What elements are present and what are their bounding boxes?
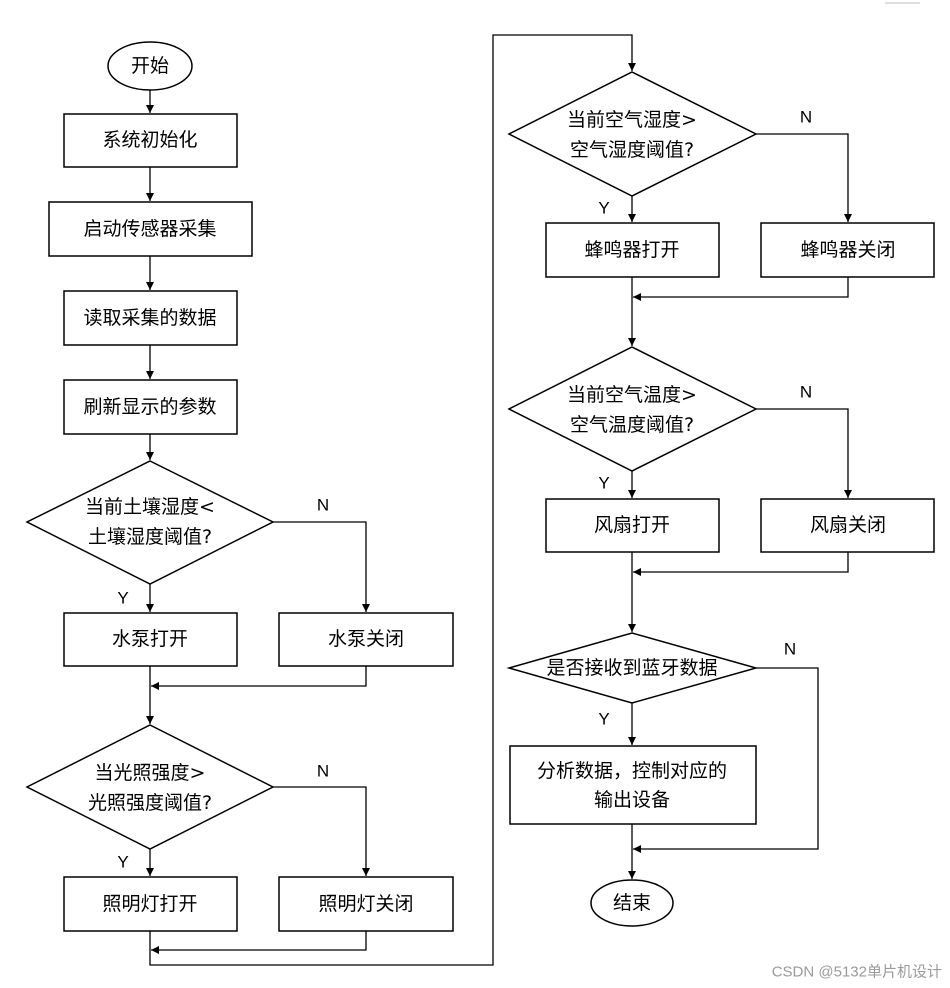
pump-off-box: 水泵关闭 xyxy=(278,612,454,667)
fan-off-label: 风扇关闭 xyxy=(810,514,886,536)
buzzer-on-box: 蜂鸣器打开 xyxy=(545,222,720,278)
analyze-box: 分析数据，控制对应的 输出设备 xyxy=(509,745,757,825)
humidity-yes-label: Y xyxy=(598,199,609,218)
pump-on-label: 水泵打开 xyxy=(112,628,188,650)
lamp-off-label: 照明灯关闭 xyxy=(318,893,413,915)
humidity-decision-line1: 当前空气湿度> xyxy=(567,109,697,131)
start-node: 开始 xyxy=(107,41,193,91)
light-decision-line1: 当光照强度> xyxy=(95,762,206,784)
light-decision-line2: 光照强度阈值? xyxy=(88,792,212,814)
edge-column-connector xyxy=(149,34,636,966)
lamp-on-box: 照明灯打开 xyxy=(63,876,238,932)
soil-no-label: N xyxy=(317,496,329,515)
soil-yes-label: Y xyxy=(117,589,128,608)
edge-lamp-off-merge xyxy=(151,931,367,954)
light-no-label: N xyxy=(317,762,329,781)
watermark: CSDN @5132单片机设计 xyxy=(772,964,942,981)
bluetooth-no-label: N xyxy=(784,640,796,659)
buzzer-on-label: 蜂鸣器打开 xyxy=(584,239,679,261)
temperature-yes-label: Y xyxy=(598,474,609,493)
refresh-label: 刷新显示的参数 xyxy=(83,396,216,418)
analyze-label-line1: 分析数据，控制对应的 xyxy=(537,760,727,782)
edge-pump-off-merge xyxy=(151,666,367,690)
fan-off-box: 风扇关闭 xyxy=(760,498,935,553)
sensor-box: 启动传感器采集 xyxy=(48,201,253,257)
bluetooth-decision: 是否接收到蓝牙数据 xyxy=(506,632,759,704)
edge-light-no xyxy=(273,786,370,876)
edge-temperature-no xyxy=(756,408,852,498)
refresh-box: 刷新显示的参数 xyxy=(63,379,238,435)
temperature-decision-line2: 空气温度阈值? xyxy=(570,414,694,436)
init-box: 系统初始化 xyxy=(63,113,238,168)
start-label: 开始 xyxy=(131,55,169,77)
fan-on-label: 风扇打开 xyxy=(594,514,670,536)
soil-decision: 当前土壤湿度< 土壤湿度阈值? xyxy=(25,460,275,585)
bluetooth-decision-label: 是否接收到蓝牙数据 xyxy=(546,657,717,679)
buzzer-off-label: 蜂鸣器关闭 xyxy=(800,239,895,261)
fan-on-box: 风扇打开 xyxy=(545,498,720,553)
pump-off-label: 水泵关闭 xyxy=(328,628,404,650)
soil-decision-line1: 当前土壤湿度< xyxy=(85,496,215,518)
init-label: 系统初始化 xyxy=(102,129,197,151)
edge-humidity-no xyxy=(756,133,852,222)
humidity-no-label: N xyxy=(800,108,812,127)
read-box: 读取采集的数据 xyxy=(63,290,238,346)
humidity-decision-line2: 空气湿度阈值? xyxy=(570,139,694,161)
edge-buzzer-off-merge xyxy=(633,277,849,301)
sensor-label: 启动传感器采集 xyxy=(83,218,216,240)
temperature-no-label: N xyxy=(800,383,812,402)
soil-decision-line2: 土壤湿度阈值? xyxy=(88,526,212,548)
light-decision: 当光照强度> 光照强度阈值? xyxy=(25,724,275,850)
pump-on-box: 水泵打开 xyxy=(63,612,238,667)
end-label: 结束 xyxy=(613,892,651,914)
lamp-off-box: 照明灯关闭 xyxy=(278,876,454,932)
bluetooth-yes-label: Y xyxy=(598,710,609,729)
buzzer-off-box: 蜂鸣器关闭 xyxy=(760,222,935,278)
edge-bt-no xyxy=(633,667,819,853)
end-node: 结束 xyxy=(590,879,674,927)
light-yes-label: Y xyxy=(117,853,128,872)
lamp-on-label: 照明灯打开 xyxy=(102,893,197,915)
read-label: 读取采集的数据 xyxy=(83,307,216,329)
edge-fan-off-merge xyxy=(633,552,849,576)
temperature-decision: 当前空气温度> 空气温度阈值? xyxy=(507,346,758,472)
humidity-decision: 当前空气湿度> 空气湿度阈值? xyxy=(507,71,758,197)
temperature-decision-line1: 当前空气温度> xyxy=(567,384,697,406)
analyze-label-line2: 输出设备 xyxy=(594,789,670,811)
edge-soil-no xyxy=(273,521,370,612)
